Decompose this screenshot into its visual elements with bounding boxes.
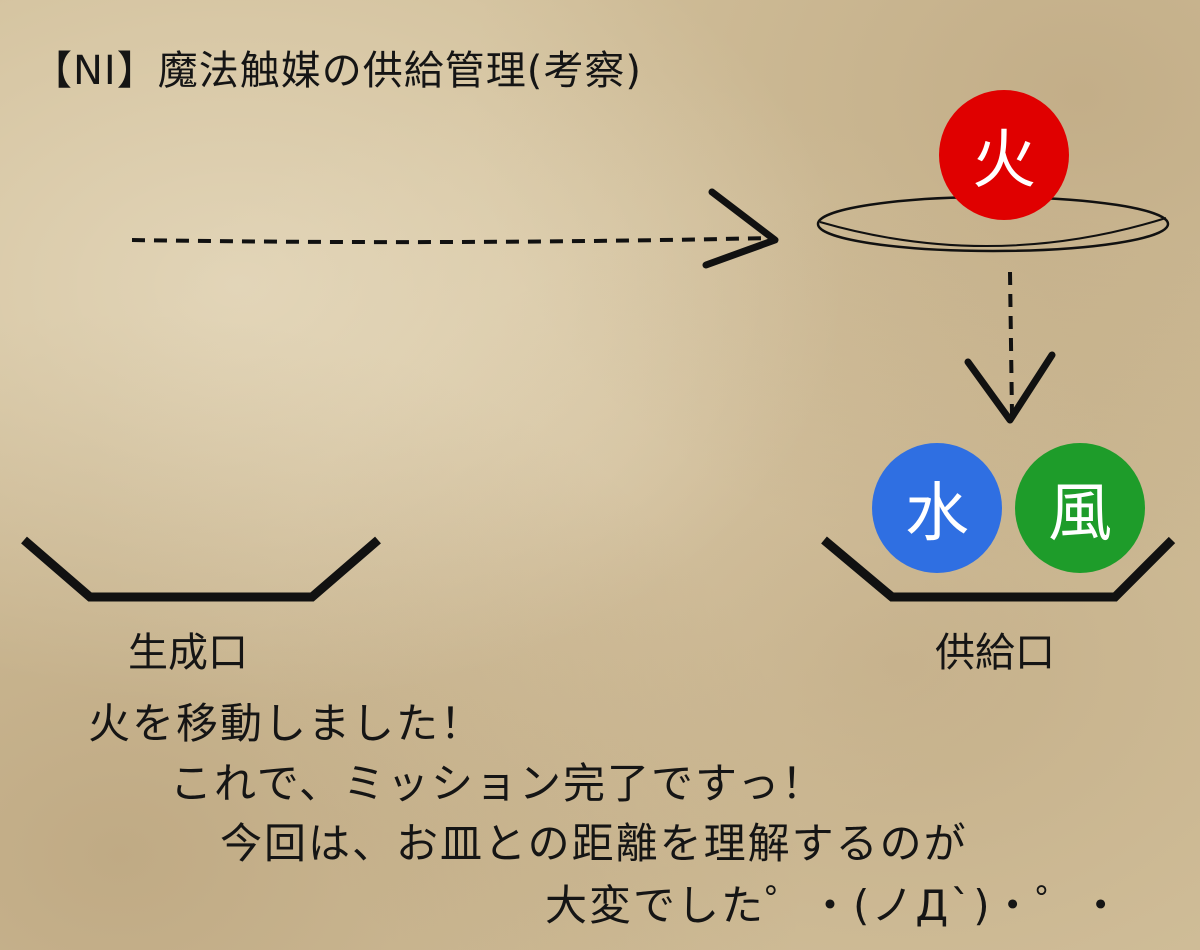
supply-tray — [821, 536, 1176, 602]
page-title: 【NI】魔法触媒の供給管理(考察) — [32, 48, 642, 94]
message-line-4: 大変でした゜・(ノД`)・゜・ — [545, 881, 1124, 930]
message-line-1: 火を移動しました！ — [88, 699, 485, 748]
fire-orb-label: 火 — [972, 124, 1036, 198]
water-orb: 水 — [872, 443, 1002, 573]
wind-orb-label: 風 — [1048, 477, 1112, 551]
move-arrow-line — [131, 236, 771, 245]
generator-label: 生成口 — [128, 630, 248, 676]
water-orb-label: 水 — [905, 477, 969, 551]
message-line-3: 今回は、お皿との距離を理解するのが — [220, 819, 968, 868]
message-line-2: これで、ミッション完了ですっ！ — [170, 759, 826, 808]
move-arrow-head — [702, 188, 779, 269]
drop-arrow-line — [1008, 271, 1014, 416]
wind-orb: 風 — [1015, 443, 1145, 573]
drop-arrow-head — [964, 351, 1056, 424]
generator-tray — [21, 536, 381, 602]
supplier-label: 供給口 — [935, 630, 1055, 676]
fire-orb: 火 — [939, 90, 1069, 220]
